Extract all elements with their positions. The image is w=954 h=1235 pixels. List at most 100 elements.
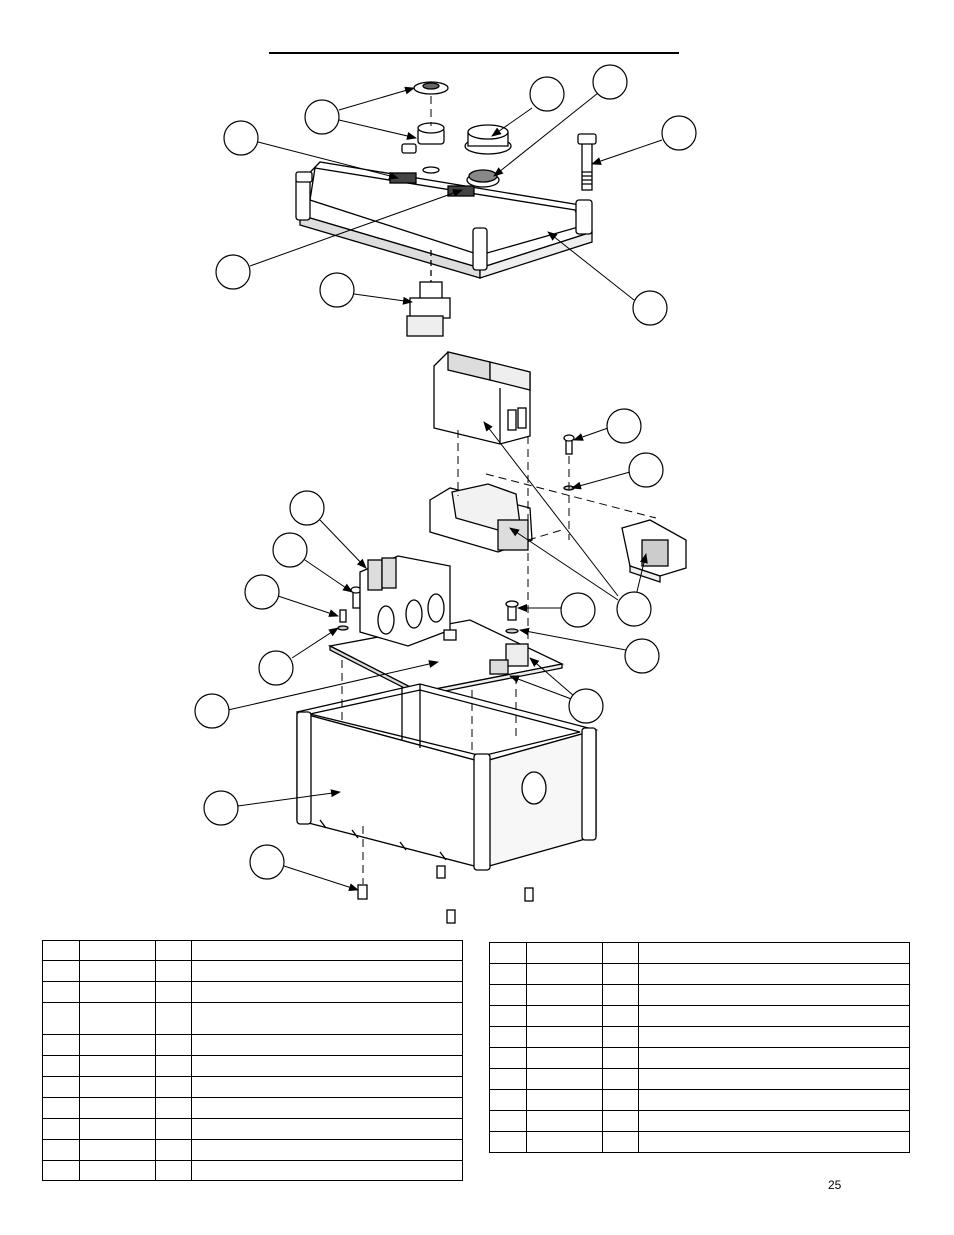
table-cell	[155, 1097, 192, 1119]
table-cell	[489, 1089, 527, 1111]
table-row	[489, 1110, 910, 1132]
page-number: 25	[828, 1178, 842, 1192]
overload-base	[429, 483, 533, 553]
auxiliary-contact	[621, 519, 687, 583]
contactor	[433, 351, 531, 445]
table-cell	[79, 1034, 156, 1056]
table-cell	[638, 1005, 910, 1027]
table-cell	[526, 1110, 603, 1132]
table-cell	[526, 1005, 603, 1027]
table-row	[489, 984, 910, 1006]
table-cell	[79, 1139, 156, 1161]
table-row	[42, 940, 463, 961]
table-cell	[602, 942, 639, 964]
table-cell	[489, 1005, 527, 1027]
table-cell	[191, 1055, 463, 1077]
table-cell	[638, 942, 910, 964]
table-cell	[526, 1131, 603, 1153]
table-row	[489, 942, 910, 964]
pushbutton-operator	[406, 250, 451, 337]
table-cell	[42, 940, 80, 961]
table-cell	[191, 1097, 463, 1119]
table-row	[42, 1139, 463, 1161]
table-cell	[42, 1118, 80, 1140]
table-row	[489, 1089, 910, 1111]
table-cell	[638, 1131, 910, 1153]
table-cell	[489, 984, 527, 1006]
table-cell	[526, 1068, 603, 1090]
table-cell	[42, 960, 80, 982]
table-row	[42, 1076, 463, 1098]
table-cell	[602, 984, 639, 1006]
table-cell	[489, 1047, 527, 1069]
table-cell	[526, 984, 603, 1006]
table-cell	[155, 940, 192, 961]
table-cell	[79, 1076, 156, 1098]
table-cell	[526, 942, 603, 964]
table-cell	[42, 1076, 80, 1098]
table-cell	[155, 960, 192, 982]
table-cell	[602, 1110, 639, 1132]
pushbutton-cap	[464, 124, 512, 155]
lid-grommet	[295, 143, 417, 183]
table-cell	[526, 1026, 603, 1048]
table-cell	[489, 1026, 527, 1048]
table-cell	[79, 981, 156, 1003]
table-cell	[602, 1068, 639, 1090]
lid-screw	[577, 133, 597, 191]
callout-balloon	[194, 64, 697, 880]
table-cell	[191, 1118, 463, 1140]
table-cell	[191, 960, 463, 982]
table-cell	[42, 1034, 80, 1056]
table-cell	[191, 1076, 463, 1098]
table-cell	[489, 963, 527, 985]
table-cell	[191, 1160, 463, 1181]
table-cell	[79, 1055, 156, 1077]
table-cell	[155, 1139, 192, 1161]
parts-list-table-right	[489, 942, 910, 1153]
table-cell	[602, 1089, 639, 1111]
exploded-assembly-drawing	[194, 52, 697, 924]
table-cell	[155, 1055, 192, 1077]
alignment-lines	[341, 96, 657, 884]
table-row	[489, 1131, 910, 1153]
table-cell	[191, 1034, 463, 1056]
parts-list-table-left	[42, 940, 463, 1181]
table-cell	[638, 1089, 910, 1111]
table-cell	[155, 1034, 192, 1056]
table-cell	[155, 1118, 192, 1140]
table-cell	[79, 940, 156, 961]
table-cell	[79, 1097, 156, 1119]
table-cell	[638, 984, 910, 1006]
table-cell	[191, 1002, 463, 1035]
table-row	[489, 1005, 910, 1027]
selector-ring	[413, 81, 449, 174]
table-cell	[638, 1068, 910, 1090]
table-cell	[42, 981, 80, 1003]
table-cell	[489, 1110, 527, 1132]
table-cell	[155, 1076, 192, 1098]
table-cell	[602, 1005, 639, 1027]
table-cell	[191, 981, 463, 1003]
table-cell	[42, 1097, 80, 1119]
table-row	[42, 1034, 463, 1056]
table-cell	[602, 1026, 639, 1048]
table-cell	[79, 960, 156, 982]
table-row	[42, 1160, 463, 1181]
leader-lines	[227, 86, 663, 892]
table-cell	[155, 1160, 192, 1181]
table-row	[489, 1026, 910, 1048]
table-cell	[79, 1002, 156, 1035]
table-cell	[489, 1068, 527, 1090]
mounting-foot	[357, 865, 534, 924]
table-cell	[42, 1139, 80, 1161]
table-cell	[155, 1002, 192, 1035]
table-row	[42, 1002, 463, 1035]
table-cell	[489, 942, 527, 964]
table-cell	[638, 963, 910, 985]
small-screw	[337, 434, 575, 634]
table-cell	[638, 1026, 910, 1048]
table-cell	[526, 1089, 603, 1111]
table-row	[489, 1068, 910, 1090]
table-cell	[526, 963, 603, 985]
